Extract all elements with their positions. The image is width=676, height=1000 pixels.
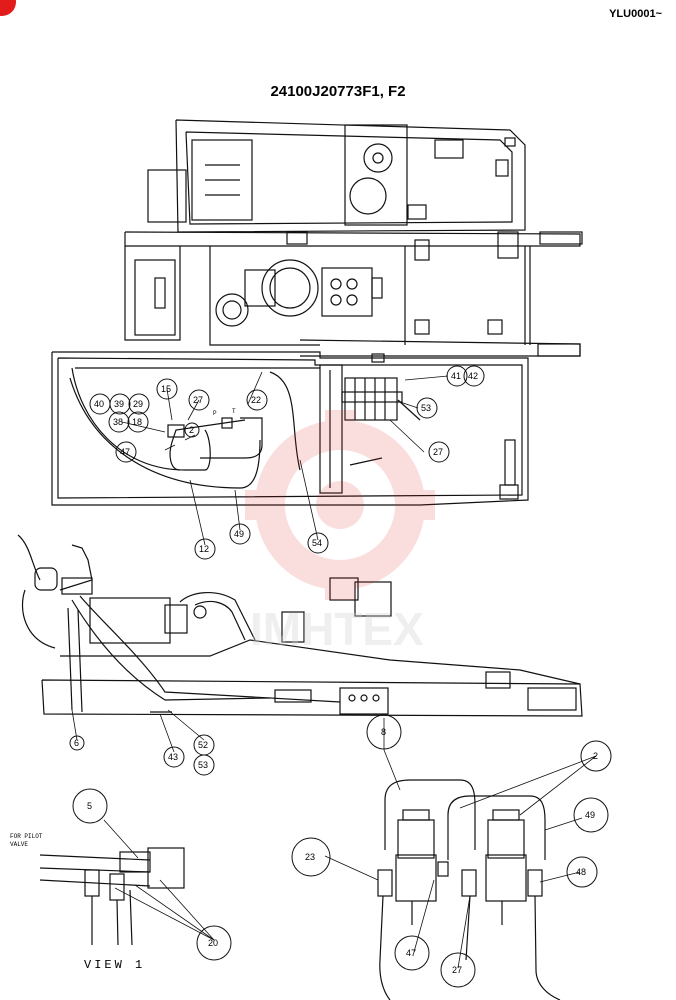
page-code: YLU0001~ bbox=[609, 8, 662, 20]
callout-40: 40 bbox=[94, 399, 104, 409]
callout-47-detail: 47 bbox=[406, 948, 416, 958]
hose-detail bbox=[377, 779, 561, 1000]
callout-labels: 41 42 53 22 40 39 29 15 27 38 18 47 2 27… bbox=[74, 371, 598, 975]
side-view-assembly bbox=[17, 534, 583, 717]
port-t-mark: T bbox=[232, 408, 236, 415]
pilot-note-line2: VALVE bbox=[10, 841, 28, 848]
callout-49-detail: 49 bbox=[585, 810, 595, 820]
callout-48: 48 bbox=[576, 867, 586, 877]
view1-detail bbox=[39, 847, 185, 946]
callout-39: 39 bbox=[114, 399, 124, 409]
callout-20: 20 bbox=[208, 938, 218, 948]
callout-53: 53 bbox=[421, 403, 431, 413]
callout-22: 22 bbox=[251, 395, 261, 405]
callout-23: 23 bbox=[305, 852, 315, 862]
top-frame-assembly bbox=[51, 119, 583, 506]
callout-43: 43 bbox=[168, 752, 178, 762]
callout-8: 8 bbox=[381, 727, 386, 737]
callout-12: 12 bbox=[199, 544, 209, 554]
callout-41: 41 bbox=[451, 371, 461, 381]
callout-2-top: 2 bbox=[189, 425, 194, 435]
callout-27-top: 27 bbox=[193, 395, 203, 405]
callout-54: 54 bbox=[312, 538, 322, 548]
callout-circles bbox=[69, 365, 612, 988]
callout-49-top: 49 bbox=[234, 529, 244, 539]
callout-53-side: 53 bbox=[198, 760, 208, 770]
callout-29: 29 bbox=[133, 399, 143, 409]
callout-2-detail: 2 bbox=[593, 751, 598, 761]
watermark bbox=[245, 410, 435, 600]
callout-27-mid: 27 bbox=[433, 447, 443, 457]
callout-15: 15 bbox=[161, 384, 171, 394]
view-label: VIEW 1 bbox=[84, 958, 145, 972]
callout-38: 38 bbox=[113, 417, 123, 427]
leader-lines bbox=[71, 371, 597, 969]
watermark-text: IMHTEX bbox=[250, 603, 424, 655]
port-p-mark: P bbox=[213, 410, 217, 417]
callout-6: 6 bbox=[74, 738, 79, 748]
drawing-title: 24100J20773F1, F2 bbox=[270, 83, 406, 100]
pilot-note-line1: FOR PILOT bbox=[10, 833, 43, 840]
callout-18: 18 bbox=[132, 417, 142, 427]
callout-42: 42 bbox=[468, 371, 478, 381]
callout-47-top: 47 bbox=[120, 447, 130, 457]
callout-52: 52 bbox=[198, 740, 208, 750]
callout-5: 5 bbox=[87, 801, 92, 811]
callout-27-detail: 27 bbox=[452, 965, 462, 975]
